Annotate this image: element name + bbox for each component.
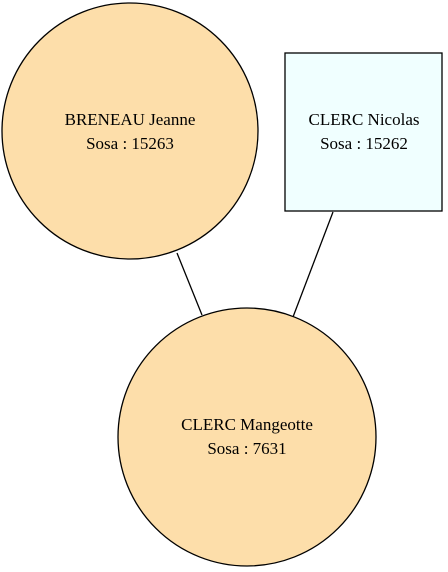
person-node-clerc-nicolas[interactable]: CLERC Nicolas Sosa : 15262 <box>284 52 443 212</box>
person-sosa: Sosa : 15263 <box>86 134 174 153</box>
person-sosa: Sosa : 15262 <box>320 134 408 153</box>
person-sosa: Sosa : 7631 <box>207 439 286 458</box>
male-box-shape <box>284 52 443 212</box>
female-circle-shape <box>1 2 259 260</box>
person-name: BRENEAU Jeanne <box>65 110 196 129</box>
person-node-breneau-jeanne[interactable]: BRENEAU Jeanne Sosa : 15263 <box>1 2 259 260</box>
edge-mother-child <box>176 252 203 316</box>
edge-father-child <box>292 211 334 318</box>
female-circle-shape <box>117 307 377 567</box>
person-name: CLERC Nicolas <box>309 110 420 129</box>
person-name: CLERC Mangeotte <box>181 415 313 434</box>
person-node-clerc-mangeotte[interactable]: CLERC Mangeotte Sosa : 7631 <box>117 307 377 567</box>
